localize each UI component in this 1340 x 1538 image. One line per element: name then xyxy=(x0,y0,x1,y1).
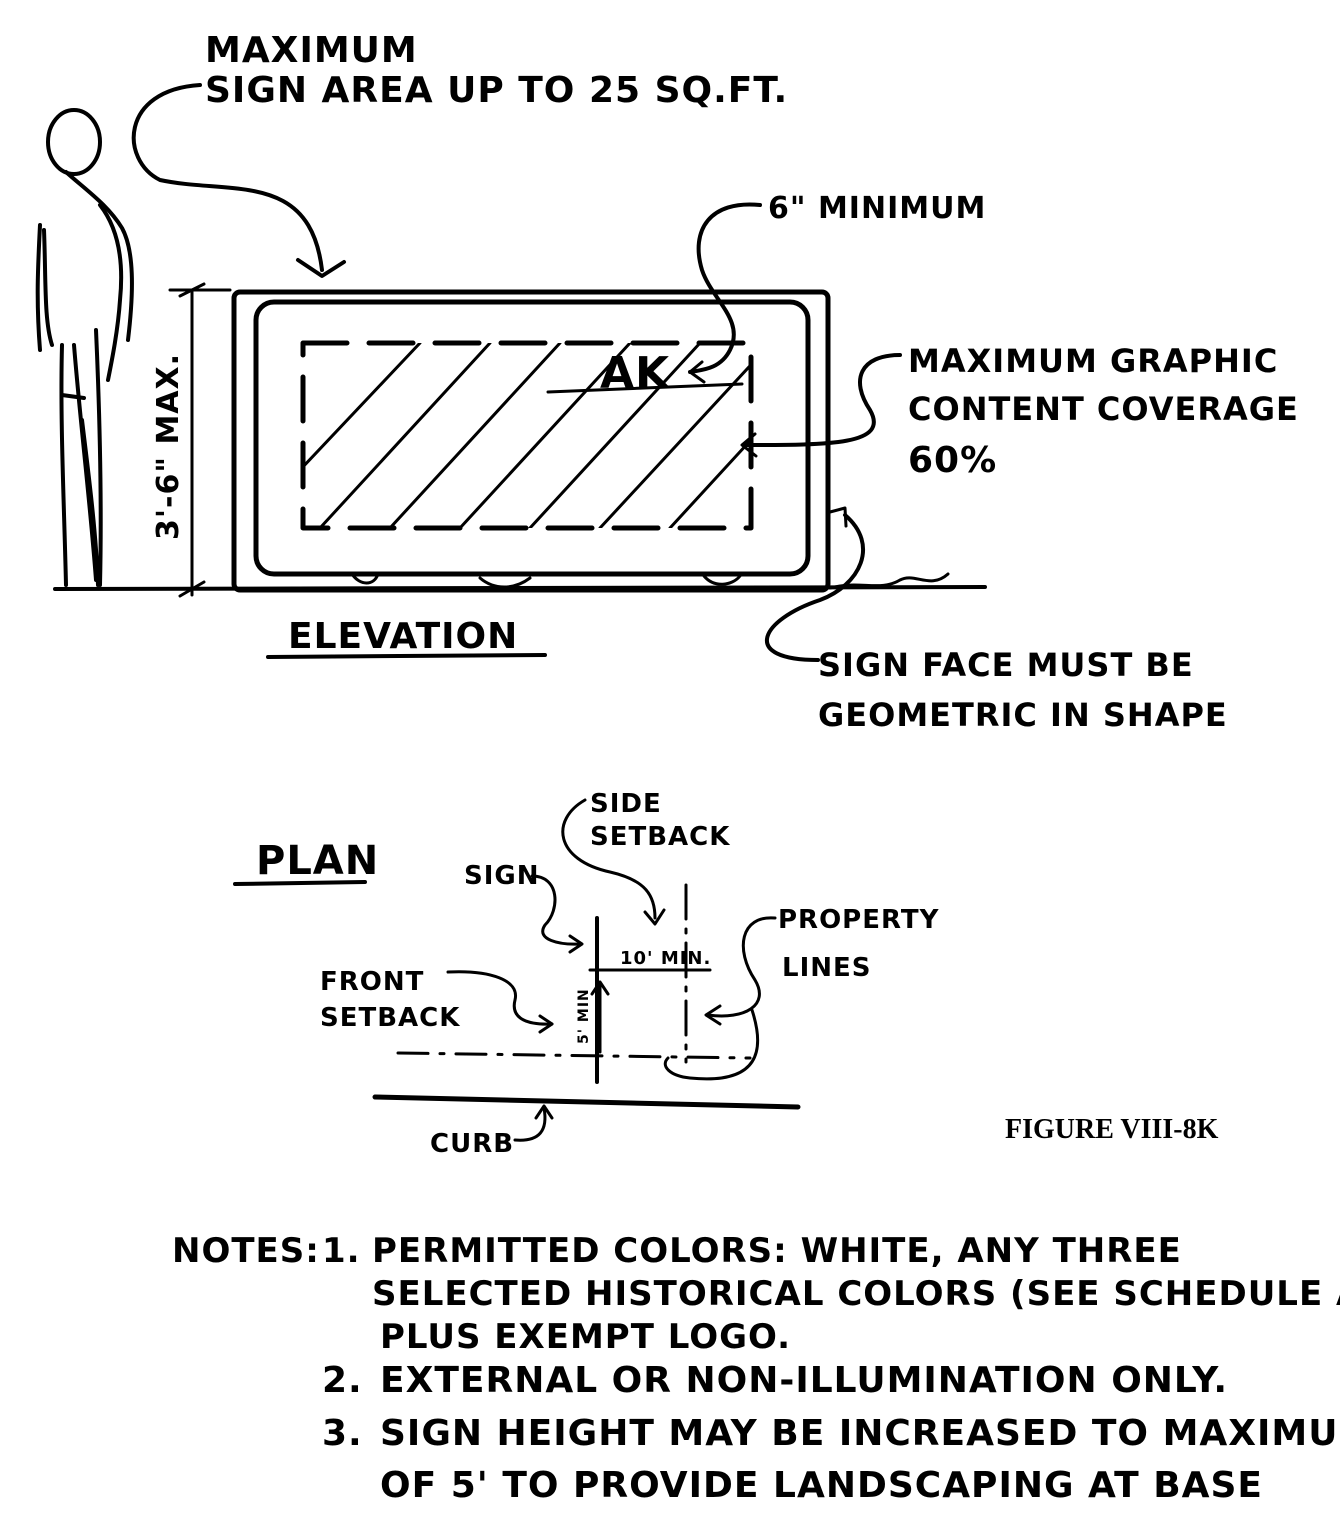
side-setback-label-line1: SIDE xyxy=(590,789,662,819)
leader-curb xyxy=(513,1106,547,1142)
callout-face-line2: GEOMETRIC IN SHAPE xyxy=(818,696,1228,734)
sign-face xyxy=(253,299,811,577)
sign-label: SIGN xyxy=(464,861,540,891)
callout-face-line1: SIGN FACE MUST BE xyxy=(818,646,1194,684)
elevation-title: ELEVATION xyxy=(288,616,518,657)
figure-label: FIGURE VIII-8K xyxy=(1005,1114,1219,1145)
note-2-number: 2. xyxy=(322,1360,363,1401)
human-figure xyxy=(35,108,134,587)
callout-max-area-line1: MAXIMUM xyxy=(205,30,418,71)
property-lines-label-line2: LINES xyxy=(782,953,872,983)
plan-title: PLAN xyxy=(256,838,379,884)
front-property-line xyxy=(396,1051,752,1060)
note-1-number: 1. xyxy=(322,1231,361,1271)
note-3-number: 3. xyxy=(322,1413,363,1454)
leader-property-lines xyxy=(706,916,777,1018)
front-setback-dim-label: 5' MIN xyxy=(576,988,592,1044)
leader-sign xyxy=(530,874,582,946)
curb-label: CURB xyxy=(430,1129,514,1159)
leader-property-lines-2 xyxy=(663,1008,760,1081)
elevation-underline xyxy=(266,653,547,659)
sign-logo-letters: AK xyxy=(600,348,671,399)
side-setback-label-line2: SETBACK xyxy=(590,822,730,852)
note-1-line2: SELECTED HISTORICAL COLORS (SEE SCHEDULE… xyxy=(372,1274,1340,1314)
leader-front-setback xyxy=(446,970,554,1026)
callout-min-border: 6" MINIMUM xyxy=(768,191,986,226)
note-3-line2: OF 5' TO PROVIDE LANDSCAPING AT BASE xyxy=(380,1465,1263,1506)
logo-baseline xyxy=(546,382,744,394)
front-setback-label-line1: FRONT xyxy=(320,967,424,997)
elevation-drawing xyxy=(35,83,987,662)
callout-graphic-line1: MAXIMUM GRAPHIC xyxy=(908,342,1278,380)
plan-drawing xyxy=(233,798,801,1142)
plan-title-underline xyxy=(233,880,367,886)
sign-outer-frame xyxy=(231,289,831,593)
note-1-line3: PLUS EXEMPT LOGO. xyxy=(380,1317,791,1357)
leader-sign-face xyxy=(765,513,865,662)
note-2-line1: EXTERNAL OR NON-ILLUMINATION ONLY. xyxy=(380,1360,1228,1401)
callout-graphic-line3: 60% xyxy=(908,440,997,481)
property-lines-label-line1: PROPERTY xyxy=(778,905,940,935)
height-dimension-label: 3'-6" MAX. xyxy=(151,353,186,540)
callout-graphic-line2: CONTENT COVERAGE xyxy=(908,390,1299,428)
leader-min-border xyxy=(688,202,762,374)
note-3-line1: SIGN HEIGHT MAY BE INCREASED TO MAXIMUM xyxy=(380,1413,1340,1454)
notes-heading: NOTES: xyxy=(172,1231,320,1271)
leader-graphic xyxy=(743,353,902,447)
leader-max-area xyxy=(131,83,324,272)
curb-line xyxy=(372,1094,801,1110)
side-setback-dim-label: 10' MIN. xyxy=(620,948,711,969)
front-setback-label-line2: SETBACK xyxy=(320,1003,460,1033)
note-1-line1: PERMITTED COLORS: WHITE, ANY THREE xyxy=(372,1231,1182,1271)
callout-max-area-line2: SIGN AREA UP TO 25 SQ.FT. xyxy=(205,70,788,111)
leader-side-setback xyxy=(561,798,657,920)
grass-squiggle xyxy=(828,572,950,590)
